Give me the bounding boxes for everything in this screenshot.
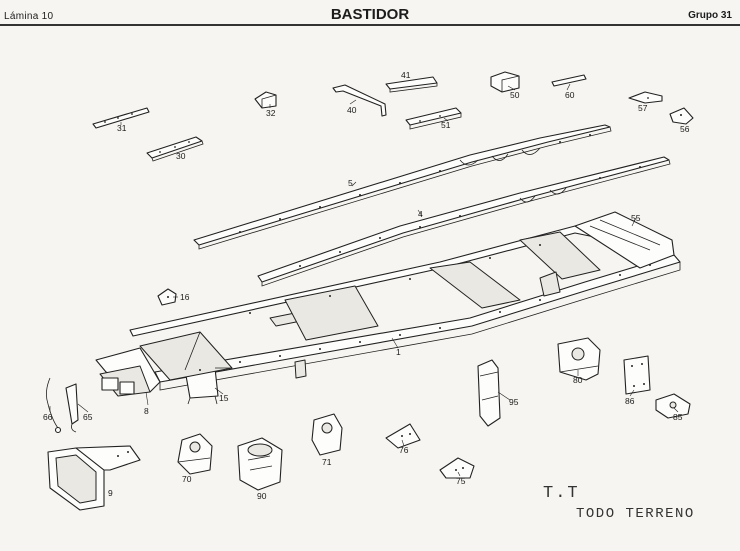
part-66 <box>46 377 62 434</box>
part-1 <box>95 211 681 405</box>
callout-4: 4 <box>418 209 423 219</box>
part-80 <box>557 337 601 381</box>
part-95 <box>477 359 501 427</box>
callout-31: 31 <box>117 123 127 133</box>
part-31 <box>92 107 150 129</box>
part-30 <box>146 136 204 162</box>
callout-5: 5 <box>348 178 353 188</box>
callout-75: 75 <box>456 476 466 486</box>
callout-66: 66 <box>43 412 53 422</box>
callout-9: 9 <box>108 488 113 498</box>
part-4 <box>257 156 671 287</box>
part-70 <box>177 433 213 475</box>
stamp-tt: T.T <box>543 484 580 503</box>
callout-15: 15 <box>219 393 229 403</box>
page-title: BASTIDOR <box>330 6 410 23</box>
part-56 <box>669 107 694 125</box>
part-5 <box>193 124 612 250</box>
part-57 <box>628 91 663 104</box>
callout-95: 95 <box>509 397 519 407</box>
callout-30: 30 <box>176 151 186 161</box>
callouts: 31 30 32 40 41 51 50 60 57 56 5 4 55 16 … <box>43 70 690 501</box>
part-60 <box>551 74 587 87</box>
callout-50: 50 <box>510 90 520 100</box>
callout-85: 85 <box>673 412 683 422</box>
stamp-todo-terreno: TODO TERRENO <box>576 506 695 522</box>
part-50 <box>490 71 520 93</box>
group-number: Grupo 31 <box>688 10 732 21</box>
part-86 <box>623 355 651 395</box>
callout-80: 80 <box>573 375 583 385</box>
part-16 <box>157 288 177 306</box>
callout-57: 57 <box>638 103 648 113</box>
callout-16: 16 <box>180 292 190 302</box>
callout-56: 56 <box>680 124 690 134</box>
part-71 <box>311 413 343 456</box>
part-32 <box>254 91 277 109</box>
part-9 <box>47 445 141 511</box>
part-41 <box>385 76 438 93</box>
part-75 <box>439 457 475 479</box>
callout-65: 65 <box>83 412 93 422</box>
part-76 <box>385 423 421 449</box>
plate-number: Lámina 10 <box>4 11 54 22</box>
header-rule <box>0 24 740 26</box>
callout-55: 55 <box>631 213 641 223</box>
callout-70: 70 <box>182 474 192 484</box>
part-55 <box>574 211 675 269</box>
part-85 <box>655 393 691 419</box>
callout-40: 40 <box>347 105 357 115</box>
callout-71: 71 <box>322 457 332 467</box>
callout-32: 32 <box>266 108 276 118</box>
callout-86: 86 <box>625 396 635 406</box>
part-65 <box>65 383 79 433</box>
callout-60: 60 <box>565 90 575 100</box>
callout-1: 1 <box>396 347 401 357</box>
callout-8: 8 <box>144 406 149 416</box>
part-90 <box>237 437 283 491</box>
callout-90: 90 <box>257 491 267 501</box>
part-8 <box>95 347 161 397</box>
callout-51: 51 <box>441 120 451 130</box>
leader-lines <box>49 83 679 477</box>
part-51 <box>405 107 462 130</box>
part-40 <box>332 84 387 117</box>
callout-76: 76 <box>399 445 409 455</box>
callout-41: 41 <box>401 70 411 80</box>
